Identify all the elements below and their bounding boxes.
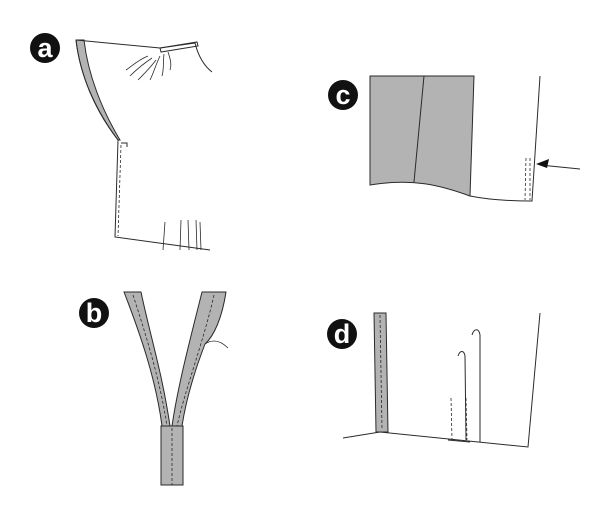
panel-a: a bbox=[30, 33, 213, 251]
panel-d-label: d bbox=[334, 319, 351, 349]
gather-marks bbox=[125, 51, 172, 81]
panel-b-label: b bbox=[86, 298, 103, 328]
garment-hem-outline bbox=[342, 312, 541, 448]
panel-c-label: c bbox=[335, 80, 350, 110]
sleeve-outline bbox=[75, 39, 213, 251]
facing-panel bbox=[369, 75, 475, 197]
pointer-arrow bbox=[536, 159, 581, 170]
underarm-stitching bbox=[117, 144, 122, 237]
slit-openings bbox=[447, 329, 481, 443]
panel-c: c bbox=[328, 75, 581, 202]
thread-tail bbox=[204, 340, 229, 349]
right-binding-strip bbox=[171, 291, 227, 427]
sleeve-facing-band bbox=[75, 39, 121, 141]
garment-edge bbox=[469, 75, 541, 202]
band-stitching bbox=[379, 314, 383, 431]
panel-a-badge: a bbox=[30, 33, 60, 63]
panel-a-label: a bbox=[37, 33, 53, 63]
seam-mark bbox=[121, 142, 128, 147]
hem-pleat-lines bbox=[162, 219, 202, 251]
panel-d: d bbox=[327, 312, 541, 448]
facing-fold bbox=[413, 75, 425, 183]
panel-b: b bbox=[79, 291, 229, 486]
neck-band bbox=[159, 41, 199, 53]
vent-stitching-left bbox=[524, 157, 527, 201]
right-stitching bbox=[176, 294, 215, 427]
left-stitching bbox=[132, 294, 168, 427]
panel-d-badge: d bbox=[327, 319, 357, 349]
panel-b-badge: b bbox=[79, 298, 109, 328]
panel-c-badge: c bbox=[328, 80, 358, 110]
